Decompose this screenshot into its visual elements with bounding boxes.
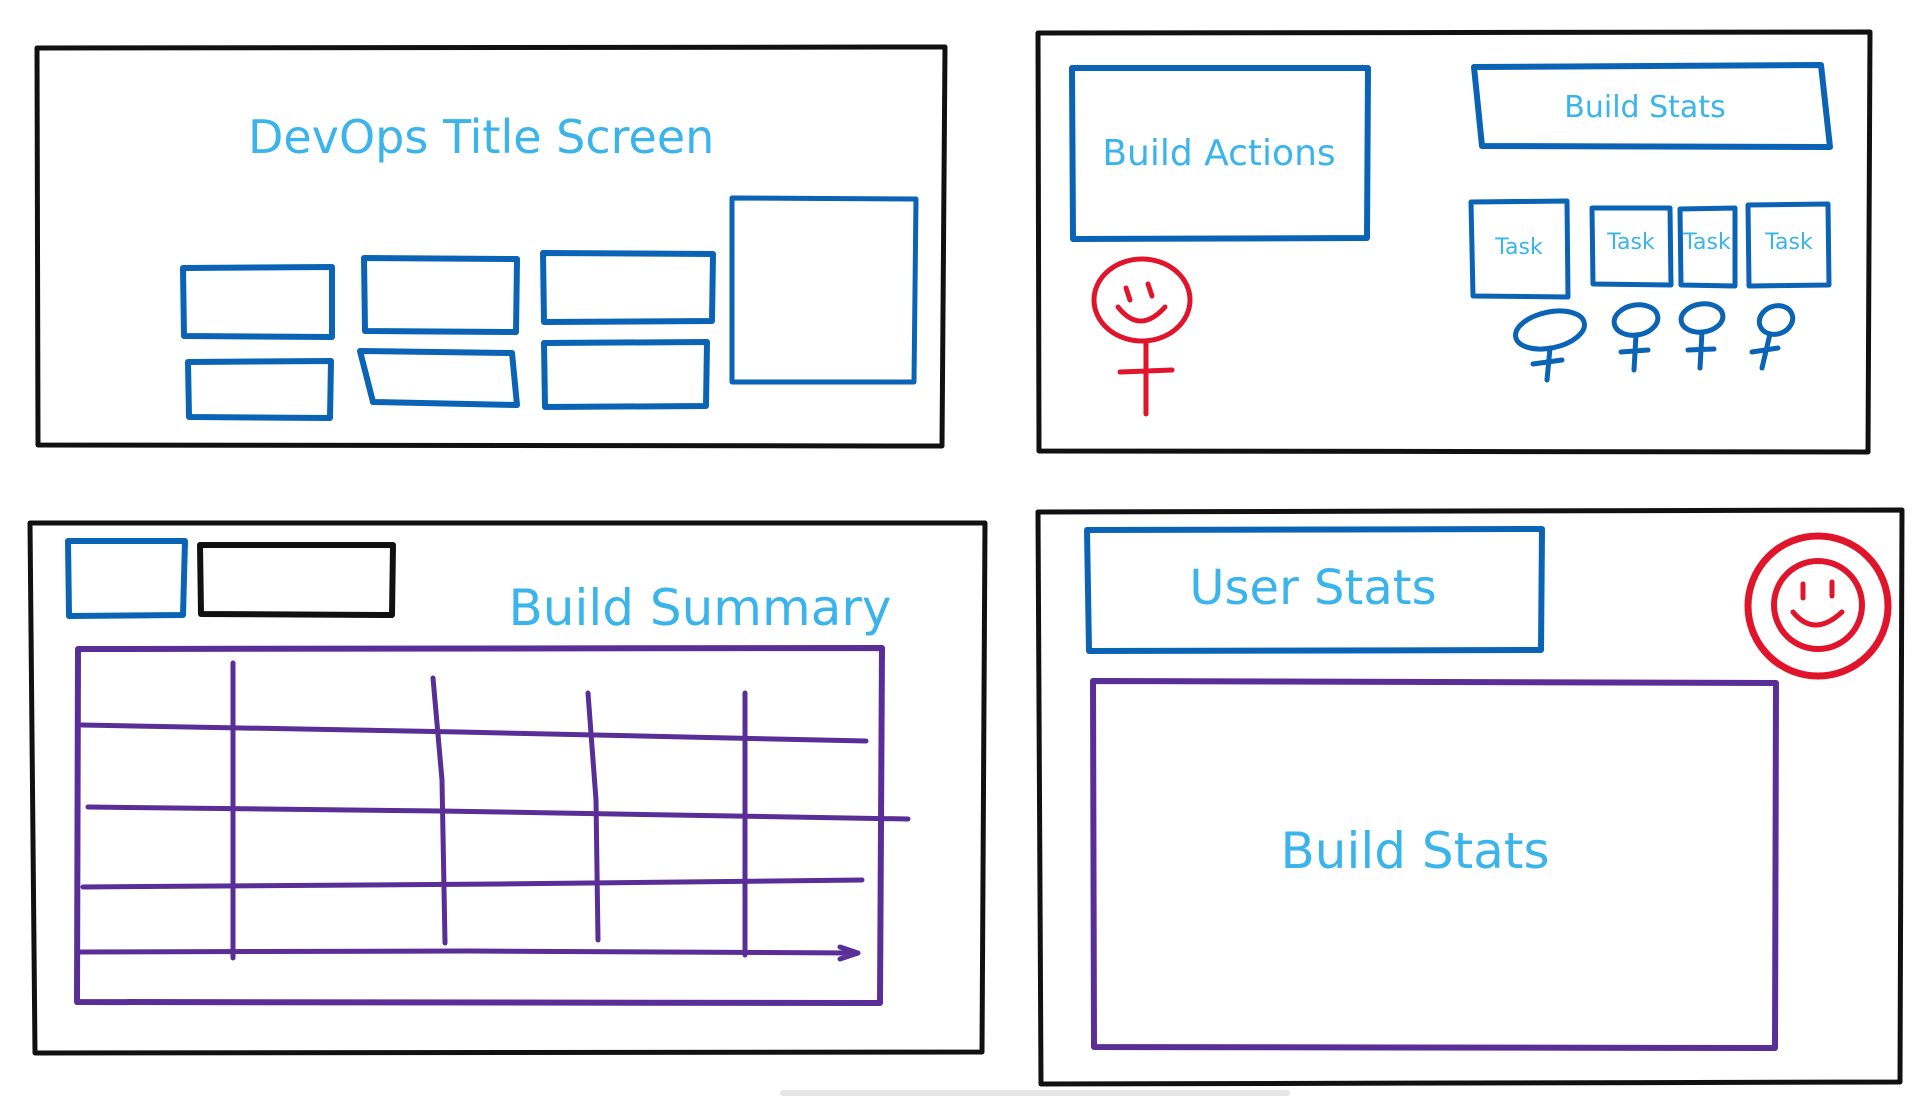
tile[interactable] xyxy=(540,250,716,325)
panel-build-actions: Build Actions Build Stats Task Task Task… xyxy=(1035,29,1873,455)
task-label: Task xyxy=(1764,230,1813,255)
task-label: Task xyxy=(1494,235,1543,260)
panel-title-screen: DevOps Title Screen xyxy=(34,44,948,449)
build-stats-label: Build Stats xyxy=(1564,90,1725,125)
tile[interactable] xyxy=(180,264,335,340)
build-actions-label: Build Actions xyxy=(1102,133,1335,174)
panel-frame xyxy=(34,44,948,449)
panel-frame xyxy=(1035,29,1873,455)
tile[interactable] xyxy=(185,358,334,421)
tile[interactable] xyxy=(357,348,520,408)
user-stats-box[interactable] xyxy=(1084,526,1545,654)
map-pin-icon xyxy=(1611,302,1661,373)
data-table xyxy=(74,645,911,1006)
panel-title: DevOps Title Screen xyxy=(248,110,714,164)
tile[interactable] xyxy=(361,255,520,335)
build-actions-box[interactable] xyxy=(1069,65,1371,242)
panel-frame xyxy=(1035,507,1905,1087)
build-stats-box[interactable] xyxy=(1471,62,1833,150)
table-row-line xyxy=(79,722,869,744)
table-column-line xyxy=(585,690,601,943)
table-row-line xyxy=(75,944,861,962)
smiley-avatar-icon[interactable] xyxy=(1744,532,1892,680)
map-pin-icon xyxy=(1513,308,1587,383)
bottom-edge-shadow xyxy=(780,1090,1290,1096)
map-pin-icon xyxy=(1678,301,1726,371)
build-stats-panel xyxy=(1090,678,1779,1051)
smiley-person-icon xyxy=(1091,256,1193,417)
task-label: Task xyxy=(1682,230,1731,255)
task-box[interactable] xyxy=(1677,205,1738,289)
table-row-line xyxy=(85,804,911,822)
task-box[interactable] xyxy=(1745,201,1832,289)
tile[interactable] xyxy=(541,339,710,410)
user-stats-label: User Stats xyxy=(1189,560,1436,616)
nav-button[interactable] xyxy=(65,538,188,619)
task-box[interactable] xyxy=(1468,198,1571,300)
table-row-line xyxy=(80,877,865,890)
task-box[interactable] xyxy=(1589,205,1674,288)
panel-build-summary: Build Summary xyxy=(27,520,988,1056)
table-frame xyxy=(74,645,885,1006)
search-field[interactable] xyxy=(197,542,396,618)
panel-title: Build Summary xyxy=(508,579,891,637)
panel-frame xyxy=(27,520,988,1056)
table-column-line xyxy=(430,675,448,946)
panel-user-stats: User Stats Build Stats xyxy=(1035,507,1905,1087)
build-stats-label: Build Stats xyxy=(1280,822,1549,880)
map-pin-icon xyxy=(1749,303,1796,371)
task-label: Task xyxy=(1606,230,1655,255)
large-tile[interactable] xyxy=(729,195,919,385)
